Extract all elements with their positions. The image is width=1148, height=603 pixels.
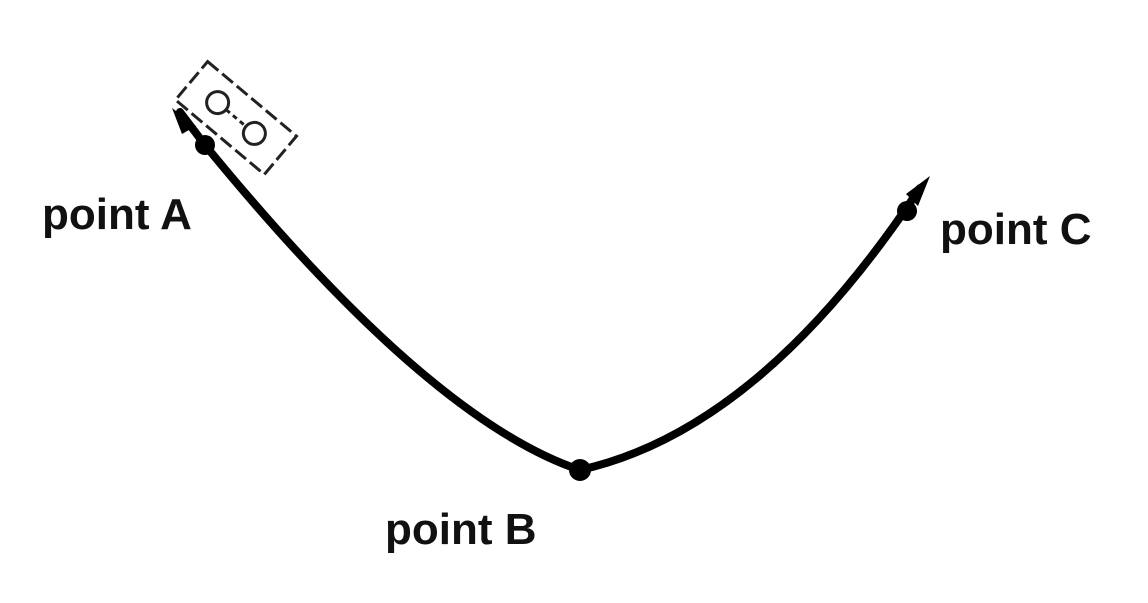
point-b-label: point B: [385, 505, 537, 554]
point-a-label: point A: [42, 190, 192, 239]
point-a-marker[interactable]: [195, 135, 215, 155]
point-b-marker[interactable]: [569, 459, 591, 481]
point-c-label: point C: [940, 205, 1092, 254]
handle-connector: [225, 108, 247, 128]
point-c-marker[interactable]: [897, 201, 917, 221]
handle-box: [173, 59, 299, 177]
end-arrow-icon: [906, 176, 930, 206]
start-arrow-icon: [172, 108, 196, 134]
curve-path: [176, 108, 924, 474]
handle-circle-2-icon: [241, 120, 267, 146]
handle-icon[interactable]: [173, 59, 299, 177]
